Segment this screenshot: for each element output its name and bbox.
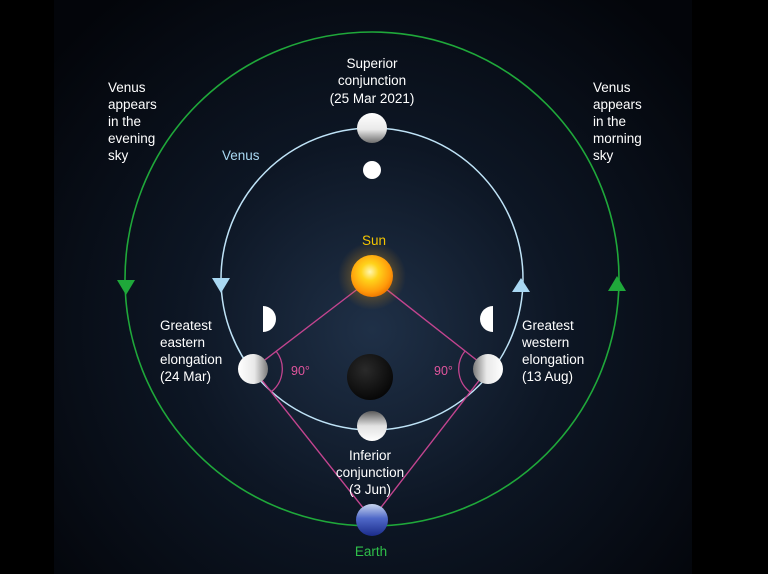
venus-orbit-arrow-left	[212, 278, 230, 293]
superior-label-line3: (25 Mar 2021)	[330, 91, 415, 106]
evening-label-line1: Venus	[108, 80, 146, 95]
earth-icon	[356, 504, 388, 536]
eastern-label-line1: Greatest	[160, 318, 212, 333]
eastern-label-line3: elongation	[160, 352, 222, 367]
angle-label-right: 90°	[434, 364, 453, 378]
western-label-line2: western	[521, 335, 569, 350]
venus-inferior-conjunction-icon	[357, 411, 387, 441]
right-angle-arc-left	[270, 350, 283, 393]
evening-label-line2: appears	[108, 97, 157, 112]
sun-label: Sun	[362, 233, 386, 248]
venus-half-phase-left-icon	[263, 306, 276, 332]
morning-label-line3: in the	[593, 114, 626, 129]
venus-superior-conjunction-icon	[357, 113, 387, 143]
inferior-label-line3: (3 Jun)	[349, 482, 391, 497]
evening-label-line3: in the	[108, 114, 141, 129]
western-label-line1: Greatest	[522, 318, 574, 333]
morning-label-line5: sky	[593, 148, 614, 163]
sun-icon	[351, 255, 393, 297]
venus-small-full-icon	[363, 161, 381, 179]
morning-label-line1: Venus	[593, 80, 631, 95]
venus-western-elongation-icon	[473, 354, 503, 384]
eastern-label-line2: eastern	[160, 335, 205, 350]
earth-orbit-arrow-left	[117, 280, 135, 295]
western-label-line4: (13 Aug)	[522, 369, 573, 384]
western-label-line3: elongation	[522, 352, 584, 367]
superior-label-line2: conjunction	[338, 73, 406, 88]
evening-label-line4: evening	[108, 131, 155, 146]
venus-half-phase-right-icon	[480, 306, 493, 332]
venus-new-phase-icon	[347, 354, 393, 400]
venus-orbit-label: Venus	[222, 148, 260, 163]
right-angle-arc-right	[458, 350, 471, 393]
earth-orbit-arrow-right	[608, 276, 626, 291]
evening-label-line5: sky	[108, 148, 129, 163]
venus-orbit-arrow-right	[512, 278, 530, 292]
inferior-label-line2: conjunction	[336, 465, 404, 480]
superior-label-line1: Superior	[346, 56, 398, 71]
inferior-label-line1: Inferior	[349, 448, 392, 463]
venus-eastern-elongation-icon	[238, 354, 268, 384]
eastern-label-line4: (24 Mar)	[160, 369, 211, 384]
morning-label-line4: morning	[593, 131, 642, 146]
angle-label-left: 90°	[291, 364, 310, 378]
earth-label: Earth	[355, 544, 387, 559]
morning-label-line2: appears	[593, 97, 642, 112]
